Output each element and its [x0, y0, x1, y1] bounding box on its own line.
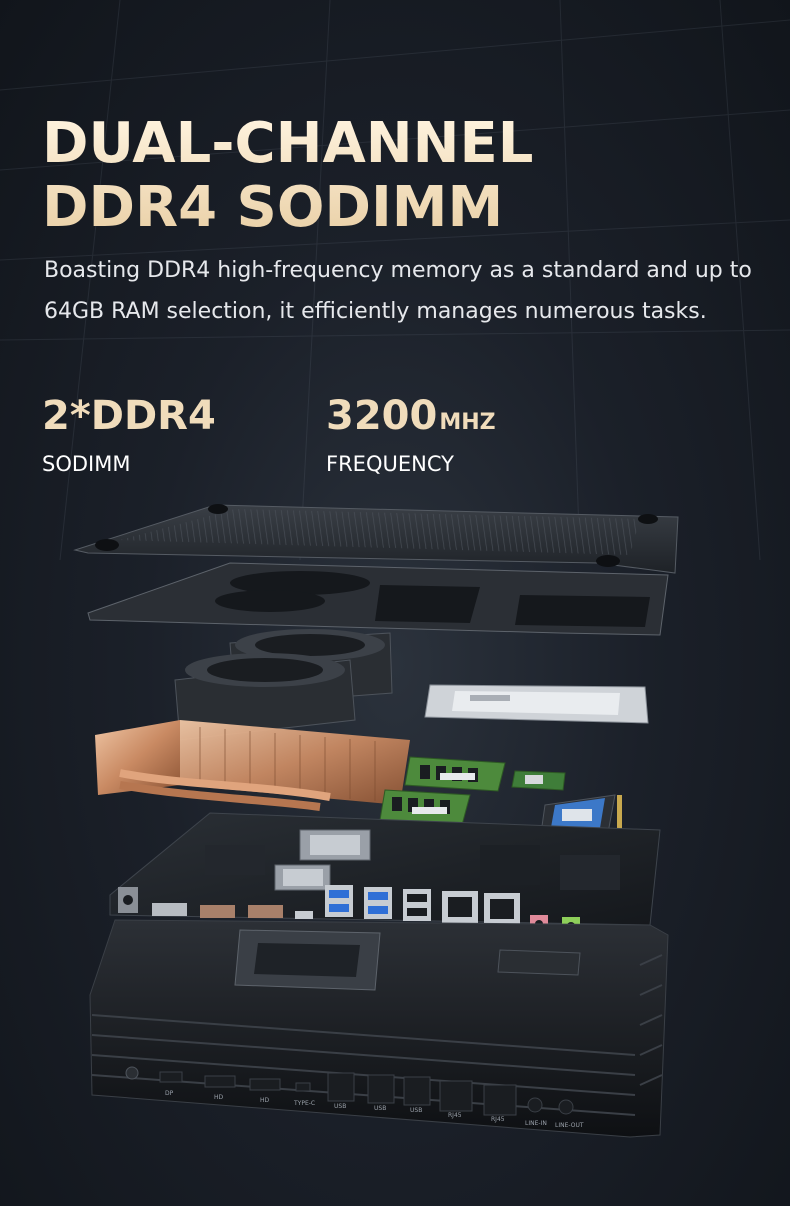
headline-line-2: DDR4 SODIMM [42, 175, 504, 240]
port-label-usb-2: USB [374, 1105, 386, 1112]
copper-heatsink [95, 720, 410, 811]
mounting-frame [87, 562, 669, 636]
hdmi-port-1 [200, 905, 235, 918]
stat-value: 2*DDR4 [42, 392, 218, 447]
dp-port [152, 903, 187, 916]
usb-ports-black [403, 889, 431, 921]
motherboard [109, 812, 661, 926]
port-label-type-c: TYPE-C [293, 1100, 315, 1107]
description: Boasting DDR4 high-frequency memory as a… [44, 258, 752, 324]
bottom-chassis [89, 919, 669, 1138]
stat-label: SODIMM [42, 452, 131, 476]
headline: DUAL-CHANNEL DDR4 SODIMM [42, 112, 533, 240]
port-label-rj45-1: RJ45 [448, 1112, 462, 1119]
exploded-mini-pc-illustration: DP HD HD TYPE-C USB USB USB RJ45 RJ45 LI… [73, 504, 679, 1138]
stat-label: FREQUENCY [326, 452, 454, 476]
ram-module-1 [404, 756, 506, 792]
chassis-port-labels: DP HD HD TYPE-C USB USB USB RJ45 RJ45 LI… [165, 1090, 584, 1129]
headline-line-1: DUAL-CHANNEL [42, 111, 534, 176]
usb-ports-blue [325, 885, 392, 919]
port-label-usb-1: USB [334, 1103, 346, 1110]
dual-blower-fans [174, 629, 393, 741]
port-label-line-out: LINE-OUT [555, 1122, 584, 1129]
stat-number: 2*DDR4 [42, 393, 216, 439]
port-label-dp: DP [165, 1090, 174, 1097]
rj45-ports [442, 891, 520, 927]
stat-frequency: 3200MHZ FREQUENCY [326, 392, 496, 479]
top-lid [73, 504, 679, 574]
stat-unit: MHZ [439, 410, 496, 435]
port-label-usb-3: USB [410, 1107, 422, 1114]
stat-value: 3200MHZ [326, 392, 496, 447]
stat-memory-slots: 2*DDR4 SODIMM [42, 392, 218, 479]
wifi-card [511, 770, 566, 791]
port-label-hd-1: HD [214, 1094, 224, 1101]
rear-io-ports [118, 885, 580, 935]
hdmi-port-2 [248, 905, 283, 918]
stat-number: 3200 [326, 393, 438, 439]
type-c-port [295, 911, 313, 919]
port-label-rj45-2: RJ45 [491, 1116, 505, 1123]
background-grid-lines [0, 0, 790, 560]
port-label-hd-2: HD [260, 1097, 270, 1104]
sata-drive [424, 684, 649, 724]
port-label-line-in: LINE-IN [525, 1120, 547, 1127]
